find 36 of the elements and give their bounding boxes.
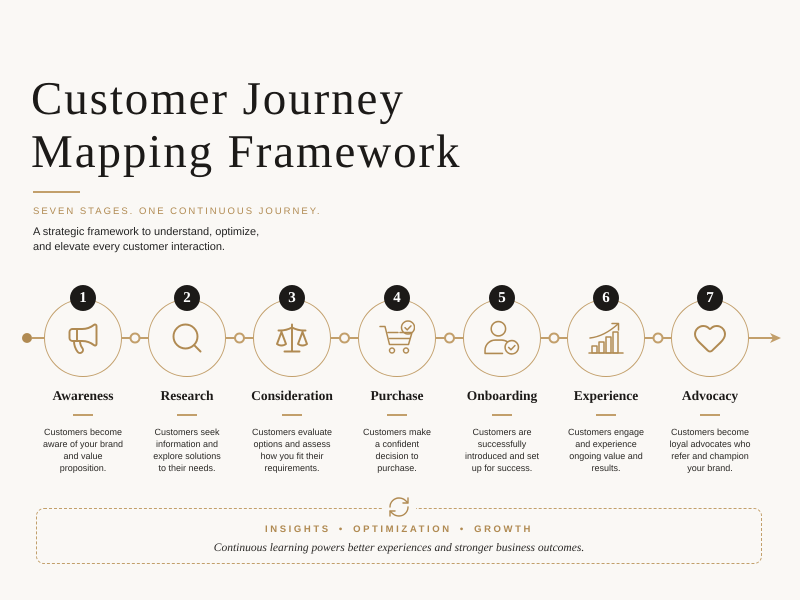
start-dot: [22, 333, 32, 343]
arrow: [749, 333, 781, 343]
connector-line: [540, 332, 568, 344]
connector-line: [330, 332, 359, 344]
connector-line: [225, 332, 254, 344]
stage-description: Customers evaluate options and assess how you fit their requirements.: [250, 426, 334, 474]
summary-note: Continuous learning powers better experiences and stronger business outcomes.: [214, 541, 584, 556]
connector-line: [121, 332, 149, 344]
step-badge: 6: [593, 285, 619, 311]
stage-title: Experience: [574, 387, 638, 404]
page-title: Customer Journey Mapping Framework: [31, 73, 462, 179]
step-badge: 2: [174, 285, 200, 311]
stage-description: Customers engage and experience ongoing value and results.: [568, 426, 644, 474]
stage-description: Customers seek information and explore solutions to their needs.: [152, 426, 222, 474]
stage-title: Advocacy: [682, 387, 738, 404]
stage-title: Research: [160, 387, 214, 404]
stage-description: Customers are successfully introduced and set up for success.: [464, 426, 540, 474]
stage-description: Customers become loyal advocates who refer and champion your brand.: [668, 426, 752, 474]
step-badge: 1: [70, 285, 96, 311]
stage-title: Consideration: [251, 387, 333, 404]
step-badge: 7: [697, 285, 723, 311]
intro-text: A strategic framework to understand, optimize, and elevate every customer interaction.: [33, 225, 260, 255]
step-badge: 5: [489, 285, 515, 311]
summary-panel: [36, 495, 762, 564]
connector-line: [435, 332, 464, 344]
stage-description: Customers become aware of your brand and value proposition.: [42, 426, 124, 474]
stage-description: Customers make a confident decision to purchase.: [362, 426, 432, 474]
step-badge: 3: [279, 285, 305, 311]
connector-line: [644, 332, 672, 344]
stage-title: Onboarding: [466, 387, 538, 404]
stage-title: Awareness: [52, 387, 114, 404]
keyword-line: INSIGHTS • OPTIMIZATION • GROWTH: [265, 523, 533, 536]
connector-line: [32, 337, 44, 339]
stage-title: Purchase: [370, 387, 424, 404]
step-badge: 4: [384, 285, 410, 311]
tagline: SEVEN STAGES. ONE CONTINUOUS JOURNEY.: [33, 205, 322, 219]
